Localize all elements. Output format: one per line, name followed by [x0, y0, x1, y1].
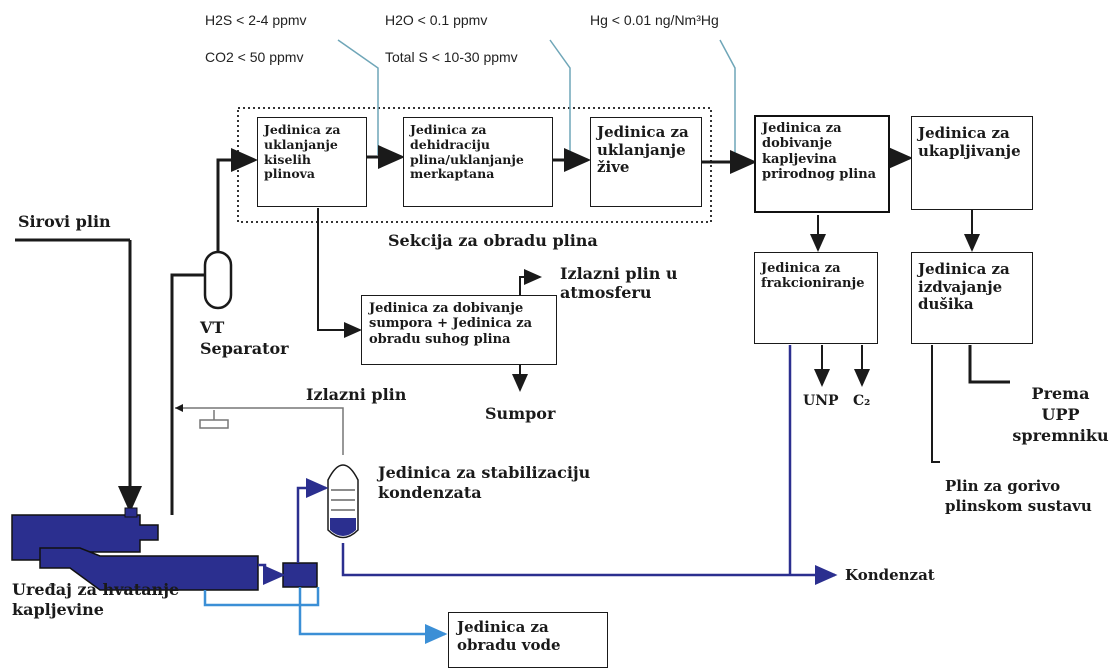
- stabilization-column: [327, 464, 359, 539]
- fractionation-unit: Jedinica za frakcioniranje: [754, 252, 878, 344]
- c2-label: C₂: [853, 393, 871, 409]
- fuel-gas-label: Plin za gorivo plinskom sustavu: [945, 477, 1092, 515]
- sulfur-output-label: Sumpor: [485, 404, 556, 423]
- tail-gas-label: Izlazni plin u atmosferu: [560, 264, 678, 303]
- sulfur-recovery-unit: Jedinica za dobivanje sumpora + Jedinica…: [361, 295, 557, 365]
- raw-gas-label: Sirovi plin: [18, 212, 111, 231]
- condensate-label: Kondenzat: [845, 566, 935, 584]
- water-treatment-unit: Jedinica za obradu vode: [448, 612, 608, 668]
- spec-h2o: H2O < 0.1 ppmv: [385, 12, 488, 28]
- spec-leaders: [337, 39, 736, 162]
- spec-total-s: Total S < 10-30 ppmv: [385, 49, 518, 65]
- nitrogen-rejection-unit: Jedinica za izdvajanje dušika: [911, 252, 1033, 344]
- three-phase-separator: [282, 562, 318, 588]
- mercury-removal-unit: Jedinica za uklanjanje žive: [590, 117, 702, 207]
- vt-separator-vessel: [203, 250, 233, 310]
- acid-gas-removal-unit: Jedinica za uklanjanje kiselih plinova: [257, 117, 367, 207]
- slug-catcher-label: Uređaj za hvatanje kapljevine: [12, 580, 180, 619]
- spec-co2: CO2 < 50 ppmv: [205, 49, 304, 65]
- upp-tank-label: Prema UPP spremniku: [1012, 384, 1109, 445]
- ngl-recovery-unit: Jedinica za dobivanje kapljevina prirodn…: [754, 115, 890, 213]
- liquefaction-unit: Jedinica za ukapljivanje: [911, 116, 1033, 210]
- vt-separator-label: VT Separator: [200, 318, 289, 358]
- spec-hg: Hg < 0.01 ng/Nm³Hg: [590, 12, 719, 28]
- unp-label: UNP: [803, 393, 839, 409]
- stabilization-label: Jedinica za stabilizaciju kondenzata: [378, 463, 591, 502]
- spec-h2s: H2S < 2-4 ppmv: [205, 12, 307, 28]
- dehydration-unit: Jedinica za dehidraciju plina/uklanjanje…: [403, 117, 553, 207]
- slug-catcher: [11, 507, 259, 591]
- outlet-gas-label: Izlazni plin: [306, 385, 407, 404]
- section-label: Sekcija za obradu plina: [388, 231, 598, 250]
